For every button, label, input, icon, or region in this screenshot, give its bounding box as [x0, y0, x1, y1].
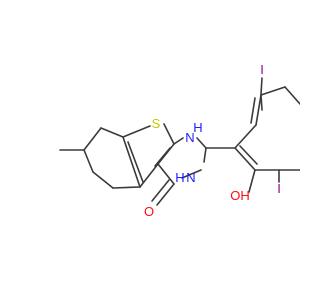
bond [203, 147, 207, 163]
bond [156, 183, 175, 206]
bond [83, 149, 94, 173]
bond [239, 145, 258, 165]
molecule-canvas: S N H N H O OH I I [59, 62, 301, 219]
bond [250, 97, 256, 124]
bond [151, 179, 170, 202]
iodine-atom-label: I [277, 181, 281, 196]
nitrogen-hydrogen-label: H [193, 120, 202, 135]
bond [122, 125, 151, 138]
hydroxyl-label: OH [230, 188, 250, 203]
bond [92, 171, 114, 189]
bond [234, 147, 256, 171]
atom-labels: S N H N H O OH I I [144, 62, 281, 219]
bond [139, 163, 159, 188]
bond [154, 147, 171, 167]
bond [260, 94, 263, 111]
bond [122, 136, 141, 188]
bond [112, 186, 141, 189]
bond [163, 123, 175, 145]
bond [260, 86, 286, 96]
bond [100, 127, 124, 138]
bond [83, 127, 102, 151]
nitrogen-atom-label: N [185, 130, 194, 145]
bond [255, 94, 262, 126]
bonds [59, 77, 301, 206]
bond [260, 77, 263, 95]
iodine-atom-label: I [260, 62, 264, 77]
bond [234, 124, 257, 149]
sulfur-atom-label: S [152, 116, 161, 131]
bond [248, 169, 256, 193]
nitrogen-atom-label: N [186, 170, 195, 185]
nitrogen-hydrogen-label: H [175, 170, 184, 185]
carbonyl-oxygen-label: O [144, 204, 154, 219]
bond [173, 137, 184, 145]
bond [196, 137, 207, 149]
molecule-structure: S N H N H O OH I I [59, 62, 301, 219]
bond [127, 141, 144, 183]
bond [157, 163, 175, 185]
bond [181, 169, 202, 179]
bond [284, 86, 301, 105]
